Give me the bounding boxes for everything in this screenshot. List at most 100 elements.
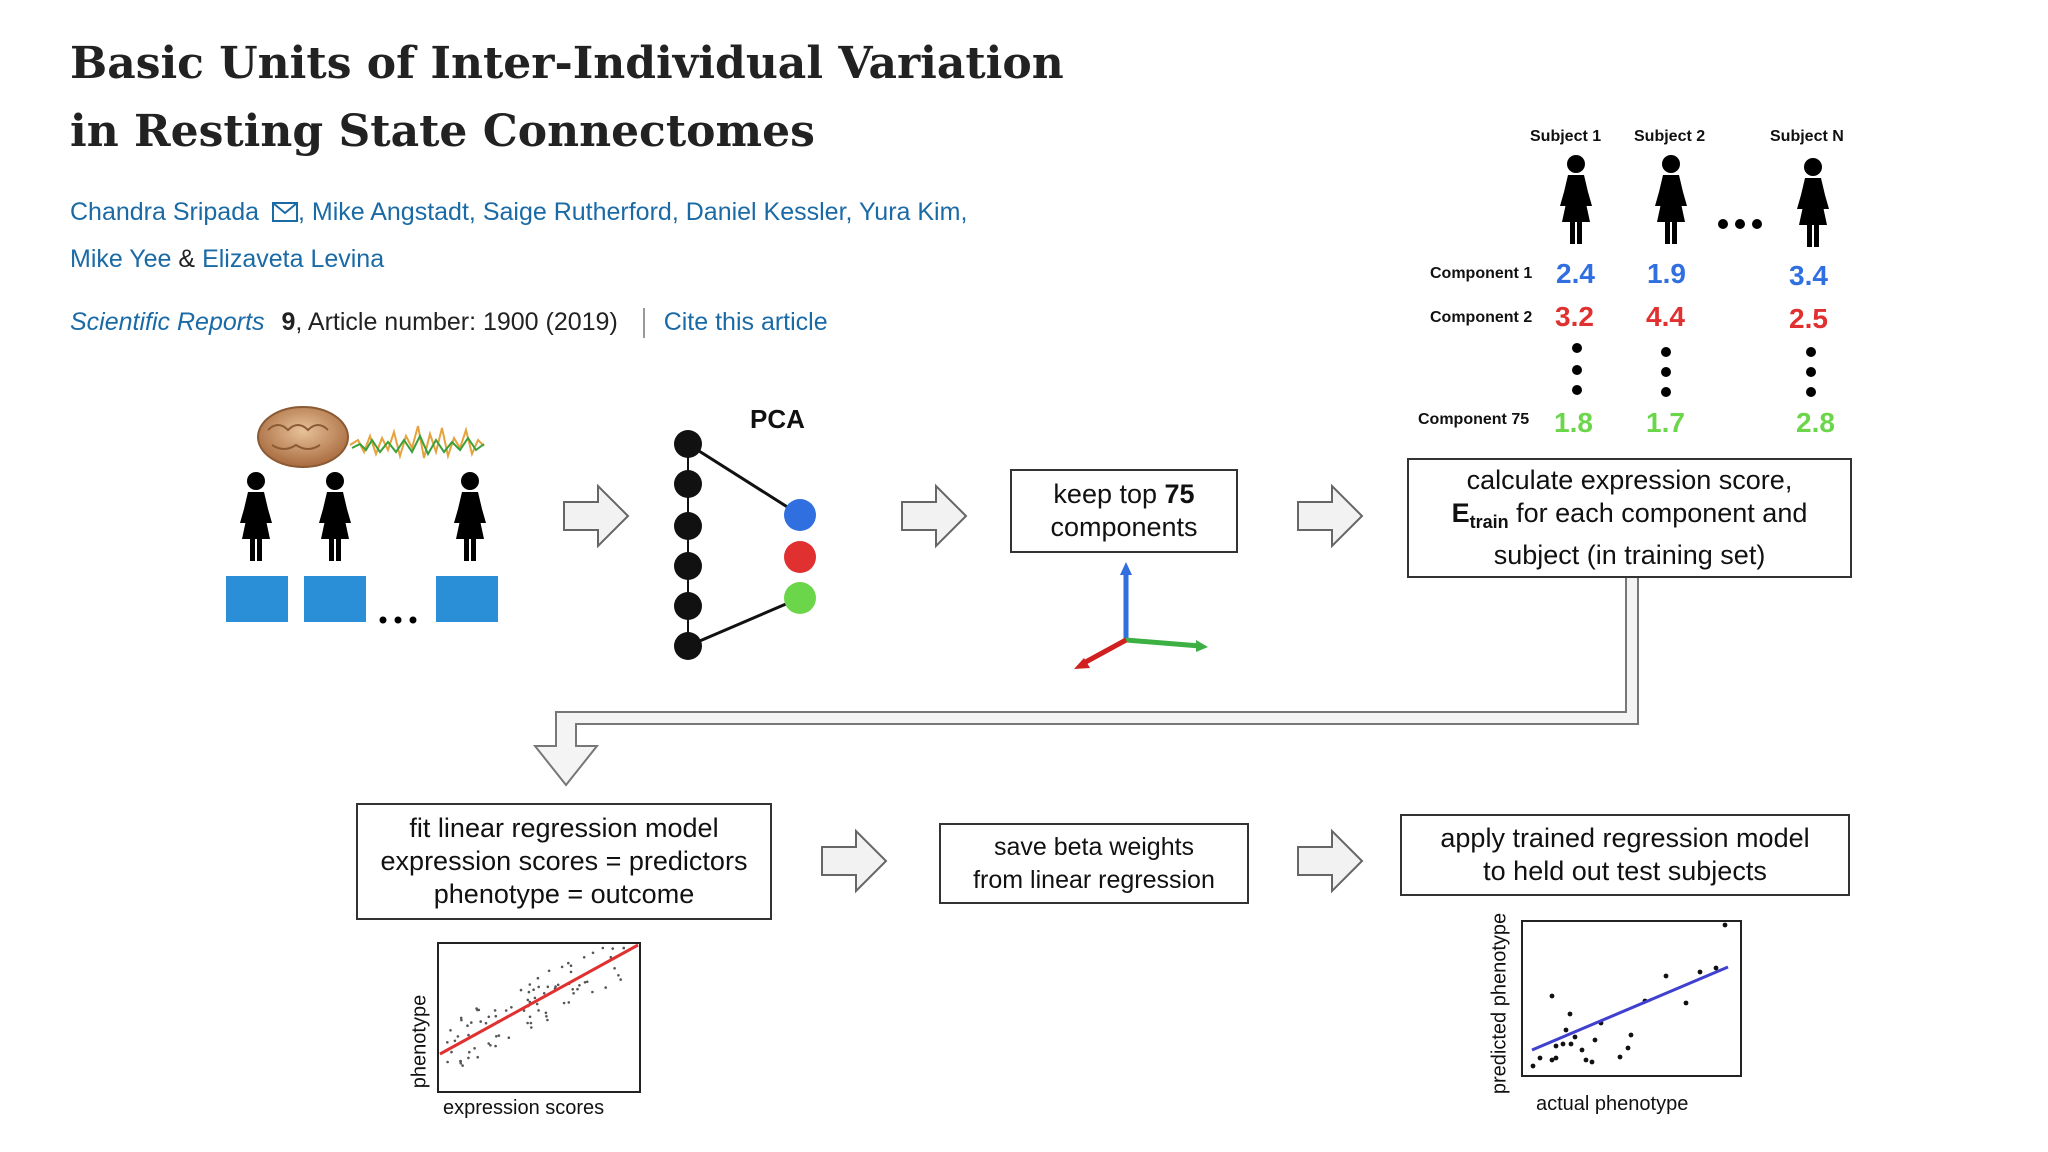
scatter-point (536, 976, 540, 980)
mail-icon[interactable] (271, 192, 298, 237)
subject-label: Subject 2 (1634, 128, 1706, 145)
scatter-point (475, 1007, 478, 1010)
scatter-point (556, 983, 560, 987)
scatter-point (542, 992, 546, 995)
scatter-point (567, 1001, 571, 1004)
scatter-point (1628, 1032, 1634, 1038)
score-value: 1.7 (1646, 407, 1685, 438)
scatter-point (528, 1015, 532, 1019)
scatter-point (468, 1050, 471, 1054)
scatter-point (1683, 1000, 1689, 1006)
scatter-point (547, 969, 551, 973)
score-value: 1.8 (1554, 407, 1593, 438)
scatter-point (446, 1041, 449, 1044)
author-sep: , (960, 198, 968, 226)
scatter-point (533, 996, 537, 1000)
connectome-matrix (436, 576, 498, 622)
calc-line-2: for each component and (1508, 498, 1808, 528)
author-link[interactable]: Mike Angstadt (311, 198, 469, 226)
calc-sub: train (1469, 512, 1509, 532)
scatter-point (507, 1036, 511, 1039)
ellipsis-dots (1718, 219, 1762, 229)
vertical-ellipsis (1572, 343, 1816, 397)
author-link[interactable]: Chandra Sripada (70, 198, 260, 226)
scatter-point (1530, 1063, 1536, 1069)
author-link[interactable]: Mike Yee (70, 245, 172, 273)
scatter-point (576, 987, 579, 991)
scatter-point (519, 988, 523, 992)
scatter-point (459, 1060, 462, 1063)
fit-line-1: fit linear regression model (409, 813, 719, 843)
scatter-point (572, 992, 575, 995)
author-link[interactable]: Saige Rutherford (482, 198, 672, 226)
scatter-point (609, 955, 613, 959)
score-value: 2.4 (1556, 258, 1595, 289)
scatter-point (1663, 973, 1669, 979)
scatter-point (489, 1044, 492, 1047)
journal-line: Scientific Reports 9, Article number: 19… (70, 308, 828, 339)
title-line-1: Basic Units of Inter-Individual Variatio… (70, 38, 1064, 89)
author-sep: , (297, 198, 305, 226)
component-label: Component 1 (1430, 265, 1533, 282)
scatter-point (530, 1026, 533, 1029)
journal-link[interactable]: Scientific Reports (70, 308, 265, 336)
scatter-point (493, 1009, 497, 1012)
prediction-line (1531, 965, 1729, 1052)
score-value: 3.4 (1789, 260, 1828, 291)
pca-label: PCA (750, 404, 805, 434)
save-beta-box: save beta weights from linear regression (939, 823, 1249, 904)
brain-icon (257, 406, 349, 468)
fit-line-3: phenotype = outcome (433, 879, 695, 909)
scatter-point (529, 1021, 533, 1025)
scatter-point (532, 988, 535, 991)
scatter-point (569, 970, 573, 974)
scatter-point (604, 986, 607, 989)
scatter-point (522, 1009, 526, 1012)
score-value: 1.9 (1647, 258, 1686, 289)
apply-model-box: apply trained regression model to held o… (1400, 814, 1850, 896)
author-link[interactable]: Daniel Kessler (685, 198, 846, 226)
y-axis-label: predicted phenotype (1488, 912, 1511, 1095)
calc-E: E (1451, 498, 1470, 528)
author-sep: , (468, 198, 476, 226)
scatter-point (450, 1050, 453, 1054)
scatter-point (473, 1047, 476, 1050)
score-value: 2.5 (1789, 303, 1828, 334)
subject-person-icon (1560, 155, 1592, 244)
keep-top-box: keep top 75 components (1010, 469, 1238, 553)
scatter-point (1579, 1047, 1585, 1053)
scatter-point (1697, 969, 1703, 975)
scatter-point (494, 1014, 498, 1018)
scatter-point (1625, 1045, 1631, 1051)
scatter-point (1549, 993, 1555, 999)
scatter-point (1722, 922, 1728, 928)
scatter-point (1567, 1011, 1573, 1017)
scatter-point (466, 1024, 469, 1027)
connectome-matrix (304, 576, 366, 622)
scatter-point (495, 1035, 498, 1038)
fit-regression-box: fit linear regression model expression s… (356, 803, 772, 920)
apply-line-2: to held out test subjects (1483, 856, 1767, 886)
scatter-point (544, 1011, 548, 1015)
scatter-point (1583, 1057, 1589, 1063)
scatter-point (560, 965, 564, 969)
keep-top-number: 75 (1164, 479, 1195, 509)
scatter-point (1568, 1041, 1574, 1047)
scatter-point (526, 998, 530, 1002)
scatter-point (537, 985, 540, 989)
author-sep: , (845, 198, 853, 226)
apply-line-1: apply trained regression model (1440, 823, 1810, 853)
author-link[interactable]: Elizaveta Levina (202, 245, 385, 273)
scatter-point (1589, 1059, 1595, 1065)
author-link[interactable]: Yura Kim (859, 198, 961, 226)
scatter-point (611, 947, 614, 950)
component-label: Component 2 (1430, 309, 1533, 326)
scatter-point (571, 988, 574, 991)
scatter-point (446, 1060, 449, 1064)
paper-title: Basic Units of Inter-Individual Variatio… (70, 30, 1064, 166)
component-label: Component 75 (1418, 411, 1530, 428)
scatter-point (459, 1016, 463, 1020)
save-line-1: save beta weights (993, 832, 1195, 861)
cite-article-link[interactable]: Cite this article (663, 308, 828, 336)
ellipsis-dots (379, 616, 417, 624)
